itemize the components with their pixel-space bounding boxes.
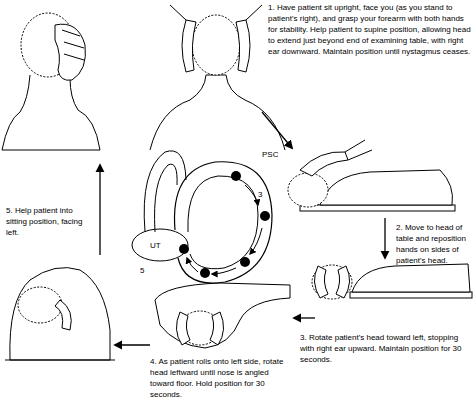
canal-label: PSC — [262, 150, 292, 159]
supine-figure — [288, 140, 455, 211]
side-lying-figure — [155, 283, 290, 348]
labyrinth — [132, 151, 272, 283]
callout-number: 5 — [140, 266, 152, 275]
seated-figure — [2, 13, 100, 150]
step-text: 3. Rotate patient's head toward left, st… — [300, 332, 470, 365]
step-arrows — [100, 112, 385, 345]
supine-figure — [312, 264, 472, 299]
step-text: 4. As patient rolls onto left side, rota… — [150, 356, 290, 400]
sitting-up-figure — [5, 268, 115, 360]
callout-number: 3 — [258, 190, 270, 199]
step-text: 5. Help patient into sitting position, f… — [6, 205, 94, 238]
otolith-dots — [179, 171, 270, 278]
seated-figure — [150, 5, 285, 150]
utricle-label: UT — [150, 241, 170, 250]
step-text: 1. Have patient sit upright, face you (a… — [268, 2, 472, 57]
step-text: 2. Move to head of table and reposition … — [396, 222, 472, 266]
flow-arrows — [187, 185, 262, 274]
